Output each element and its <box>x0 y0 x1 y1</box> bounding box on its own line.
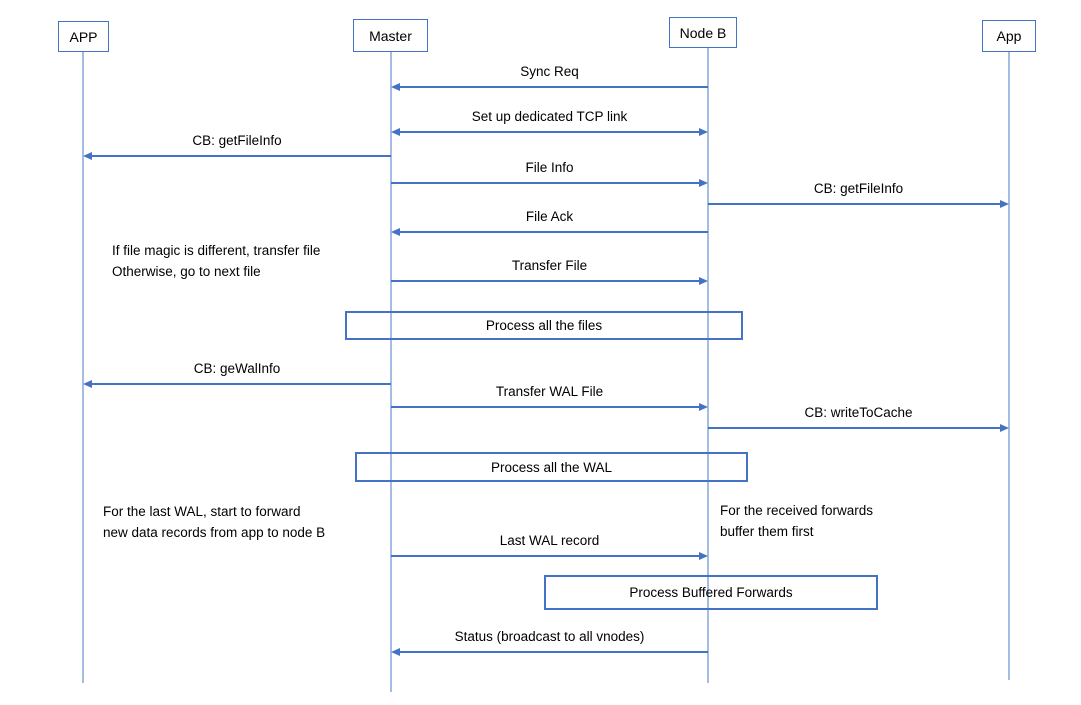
arrowhead-right-icon <box>699 276 708 285</box>
message-label: Last WAL record <box>499 533 600 548</box>
actor-box-app-left: APP <box>58 21 109 52</box>
arrowhead-right-icon <box>1000 423 1009 432</box>
arrowhead-right-icon <box>1000 199 1009 208</box>
message-label: CB: getFileInfo <box>813 181 904 196</box>
message-arrow-line <box>391 406 699 408</box>
process-box: Process all the files <box>345 311 743 340</box>
actor-box-node-b: Node B <box>669 17 737 48</box>
message-arrow-line <box>400 651 708 653</box>
process-box: Process Buffered Forwards <box>544 575 878 610</box>
message-arrow-line <box>708 203 1000 205</box>
actor-box-master: Master <box>353 19 428 52</box>
message-label: File Ack <box>525 209 574 224</box>
message-arrow-line <box>391 280 699 282</box>
message-arrow-line <box>92 155 391 157</box>
message-arrow-line <box>391 182 699 184</box>
annotation-note: For the received forwards buffer them fi… <box>720 503 874 539</box>
lifeline-node-b <box>707 46 709 683</box>
message-label: CB: writeToCache <box>804 405 913 420</box>
actor-box-app-right: App <box>982 20 1036 52</box>
message-arrow-line <box>400 86 708 88</box>
message-label: Transfer File <box>511 258 588 273</box>
message-label: Sync Req <box>520 64 579 79</box>
message-label: File Info <box>525 160 574 175</box>
arrowhead-right-icon <box>699 402 708 411</box>
message-label: CB: getFileInfo <box>192 133 282 148</box>
message-label: Set up dedicated TCP link <box>471 109 628 124</box>
message-arrow-line <box>400 131 699 133</box>
message-arrow-line <box>400 231 708 233</box>
arrowhead-left-icon <box>83 379 92 388</box>
message-arrow-line <box>708 427 1000 429</box>
arrowhead-left-icon <box>391 127 400 136</box>
message-arrow-line <box>92 383 391 385</box>
lifeline-app-right <box>1008 50 1010 680</box>
process-box: Process all the WAL <box>355 452 748 482</box>
arrowhead-right-icon <box>699 178 708 187</box>
arrowhead-right-icon <box>699 127 708 136</box>
message-label: Transfer WAL File <box>495 384 604 399</box>
arrowhead-left-icon <box>83 151 92 160</box>
annotation-note: For the last WAL, start to forward new d… <box>103 504 326 540</box>
arrowhead-right-icon <box>699 551 708 560</box>
annotation-note: If file magic is different, transfer fil… <box>112 243 321 279</box>
lifeline-master <box>390 50 392 692</box>
message-label: Status (broadcast to all vnodes) <box>454 629 645 644</box>
message-arrow-line <box>391 555 699 557</box>
arrowhead-left-icon <box>391 647 400 656</box>
lifeline-app-left <box>82 50 84 683</box>
arrowhead-left-icon <box>391 227 400 236</box>
arrowhead-left-icon <box>391 82 400 91</box>
message-label: CB: geWalInfo <box>193 361 281 376</box>
